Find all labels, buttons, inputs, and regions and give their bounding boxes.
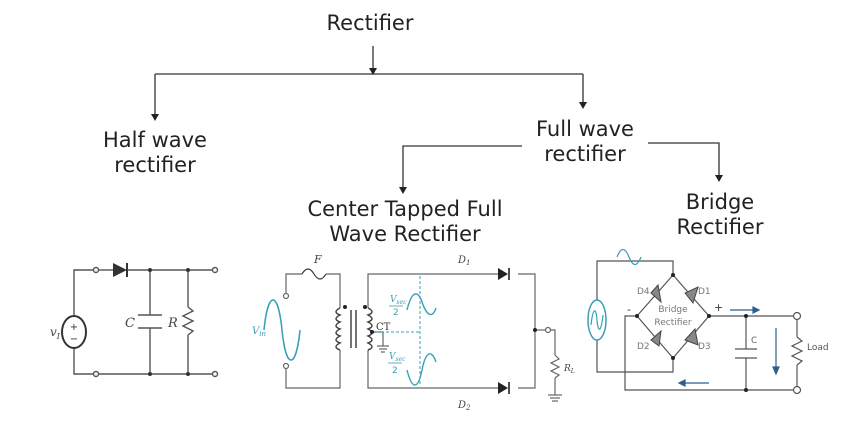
d2-label: D2 xyxy=(457,400,471,412)
bridge-line-1: Bridge xyxy=(685,190,755,214)
divisor-bottom: 2 xyxy=(392,366,398,376)
bridge-text-1: Bridge xyxy=(658,305,688,315)
bridge-label: Bridge Rectifier xyxy=(660,190,780,240)
d3-label: D3 xyxy=(698,342,711,352)
rl-label: RL xyxy=(563,364,575,375)
svg-text:−: − xyxy=(70,334,78,345)
center-tapped-circuit: F Vin CT Vsec 2 Vsec 2 D1 D2 RL xyxy=(252,253,575,412)
resistor-label: R xyxy=(167,316,178,331)
full-wave-line-1: Full wave xyxy=(536,117,634,141)
center-tapped-arrow xyxy=(402,145,522,190)
vin-label: Vin xyxy=(252,326,266,338)
plus-label: + xyxy=(714,301,723,314)
half-wave-label: Half wave rectifier xyxy=(70,128,240,178)
d2-label: D2 xyxy=(637,342,650,352)
input-sine-wave xyxy=(263,299,301,361)
diode-d2-icon xyxy=(498,382,508,394)
capacitor-label: C xyxy=(751,336,757,346)
center-tapped-label: Center Tapped Full Wave Rectifier xyxy=(280,197,530,247)
half-wave-line-1: Half wave xyxy=(103,128,207,152)
bridge-rectifier-circuit: Bridge Rectifier D4 D1 D2 D3 - + C Load xyxy=(587,248,829,395)
half-wave-circuit: + − vI C R xyxy=(50,263,219,378)
fuse-label: F xyxy=(313,253,322,266)
voltage-source-icon xyxy=(61,315,87,349)
diode-icon xyxy=(113,263,127,277)
vsec-bottom-label: Vsec xyxy=(389,352,406,363)
center-tapped-line-1: Center Tapped Full xyxy=(307,197,503,221)
source-label: vI xyxy=(50,325,61,341)
full-wave-label: Full wave rectifier xyxy=(515,117,655,167)
d1-label: D1 xyxy=(698,287,711,297)
d1-label: D1 xyxy=(457,255,471,267)
center-tapped-line-2: Wave Rectifier xyxy=(329,222,481,246)
capacitor-label: C xyxy=(125,316,135,331)
divisor-top: 2 xyxy=(393,308,399,318)
half-wave-line-2: rectifier xyxy=(114,153,196,177)
diode-d1-icon xyxy=(684,286,699,305)
bridge-arrow xyxy=(648,142,720,178)
bridge-line-2: Rectifier xyxy=(676,215,764,239)
diode-d4-icon xyxy=(650,283,662,304)
d4-label: D4 xyxy=(637,287,650,297)
transformer-icon xyxy=(335,307,373,351)
vsec-top-label: Vsec xyxy=(390,295,407,306)
diode-d3-icon xyxy=(684,327,699,346)
load-label: Load xyxy=(807,343,829,353)
ct-label: CT xyxy=(376,322,391,333)
root-text: Rectifier xyxy=(326,11,414,35)
rectifier-root-label: Rectifier xyxy=(300,11,440,36)
svg-text:+: + xyxy=(70,322,78,333)
diode-d2-icon xyxy=(650,329,662,347)
diode-d1-icon xyxy=(498,268,508,280)
minus-label: - xyxy=(627,303,631,316)
full-wave-line-2: rectifier xyxy=(544,142,626,166)
bridge-text-2: Rectifier xyxy=(654,318,692,328)
